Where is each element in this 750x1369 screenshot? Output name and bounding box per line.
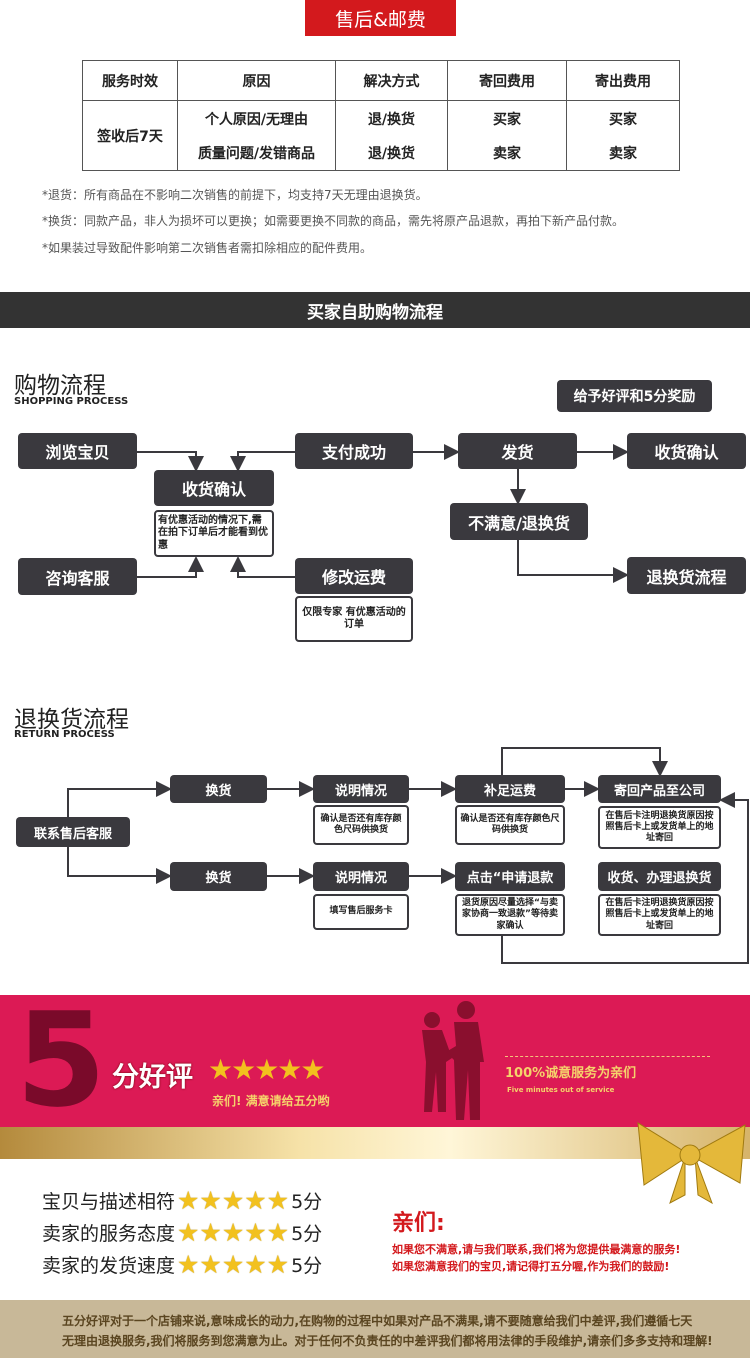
note: *换货：同款产品，非人为损坏可以更换；如需要更换不同款的商品，需先将原产品退款，… — [42, 214, 625, 228]
promo-slogan: 100%诚意服务为亲们 — [505, 1066, 637, 1081]
rating-label: 卖家的发货速度 — [42, 1255, 176, 1277]
page-title: 售后&邮费 — [305, 0, 456, 36]
handshake-silhouette-icon — [422, 1001, 484, 1120]
flow-connectors — [67, 444, 749, 964]
rating-label: 卖家的服务态度 — [42, 1223, 176, 1245]
rating-score: 5分 — [291, 1255, 323, 1277]
modify-note: 仅限专家 有优惠活动的订单 — [295, 596, 413, 642]
step-unhappy: 不满意/退换货 — [450, 503, 588, 540]
promo-band — [0, 995, 750, 1127]
footer-line: 无理由退换服务,我们将服务到您满意为止。对于任何不负责任的中差评我们都将用法律的… — [62, 1334, 713, 1348]
step-return-flow: 退换货流程 — [627, 557, 746, 594]
promo-sub: 亲们! 满意请给五分哟 — [212, 1094, 330, 1108]
step-modify-shipping: 修改运费 — [295, 558, 413, 594]
footer-line: 五分好评对于一个店铺来说,意味成长的动力,在购物的过程中如果对产品不满果,请不要… — [62, 1314, 693, 1328]
rating-label: 宝贝与描述相符 — [42, 1191, 176, 1213]
r1-note: 确认是否还有库存颜色尺码供换货 — [455, 805, 565, 845]
th: 寄回费用 — [447, 60, 567, 101]
note: *如果装过导致配件影响第二次销售者需扣除相应的配件费用。 — [42, 241, 373, 255]
rating-score: 5分 — [291, 1191, 323, 1213]
cell: 个人原因/无理由 — [177, 100, 336, 137]
r1-step: 换货 — [170, 775, 267, 803]
returns-subtitle: RETURN PROCESS — [14, 729, 115, 740]
contact-service: 联系售后客服 — [16, 817, 130, 847]
rating-score: 5分 — [291, 1223, 323, 1245]
step-confirm-receipt: 收货确认 — [627, 433, 746, 469]
good-review-text: 分好评 — [112, 1062, 193, 1093]
r1-note: 确认是否还有库存颜色尺码供换货 — [313, 805, 409, 845]
footer-notice: 五分好评对于一个店铺来说,意味成长的动力,在购物的过程中如果对产品不满果,请不要… — [0, 1300, 750, 1358]
stars-icon: ★★★★★ — [177, 1218, 290, 1247]
shopping-subtitle: SHOPPING PROCESS — [14, 396, 129, 407]
stars-icon: ★★★★★ — [177, 1250, 290, 1279]
after-sales-table: 服务时效原因解决方式寄回费用寄出费用 签收后7天个人原因/无理由退/换货买家买家… — [82, 60, 680, 171]
confirm-note: 有优惠活动的情况下,需在拍下订单后才能看到优惠 — [154, 510, 274, 557]
r2-step: 换货 — [170, 862, 267, 891]
step-pay: 支付成功 — [295, 433, 413, 469]
shopping-title: 购物流程 — [14, 373, 106, 399]
r2-step: 说明情况 — [313, 862, 409, 891]
dear-heading: 亲们: — [392, 1211, 445, 1236]
r1-note: 在售后卡注明退换货原因按照售后卡上或发货单上的地址寄回 — [598, 806, 721, 849]
cell: 质量问题/发错商品 — [177, 136, 336, 171]
th: 寄出费用 — [566, 60, 680, 101]
step-confirm: 收货确认 — [154, 470, 274, 506]
r1-step: 补足运费 — [455, 775, 565, 803]
stars-icon: ★★★★★ — [177, 1186, 290, 1215]
returns-title: 退换货流程 — [14, 707, 129, 733]
reward-box: 给予好评和5分奖励 — [557, 380, 712, 412]
note: *退货：所有商品在不影响二次销售的前提下，均支持7天无理由退换货。 — [42, 188, 428, 202]
rating-row: 宝贝与描述相符★★★★★5分 — [42, 1186, 322, 1215]
r2-step: 点击“申请退款 — [455, 862, 565, 891]
message-line: 如果您不满意,请与我们联系,我们将为您提供最满意的服务! — [392, 1243, 681, 1256]
r2-note: 在售后卡注明退换货原因按照售后卡上或发货单上的地址寄回 — [598, 894, 721, 936]
big-five: 5 — [15, 995, 107, 1125]
cell: 买家 — [566, 100, 680, 137]
cell: 买家 — [447, 100, 567, 137]
step-consult: 咨询客服 — [18, 558, 137, 595]
r1-step: 寄回产品至公司 — [598, 775, 721, 803]
step-browse: 浏览宝贝 — [18, 433, 137, 469]
cell: 卖家 — [447, 136, 567, 171]
cell: 卖家 — [566, 136, 680, 171]
r2-note: 填写售后服务卡 — [313, 894, 409, 930]
bow-icon — [637, 1122, 746, 1205]
period-cell: 签收后7天 — [82, 100, 178, 171]
r2-note: 退货原因尽量选择“与卖家协商一致退款”等待卖家确认 — [455, 894, 565, 936]
cell: 退/换货 — [335, 136, 448, 171]
promo-stars-icon: ★★★★★ — [208, 1053, 326, 1086]
message-line: 如果您满意我们的宝贝,请记得打五分喔,作为我们的鼓励! — [392, 1260, 670, 1273]
r2-step: 收货、办理退换货 — [598, 862, 721, 891]
divider — [505, 1056, 710, 1057]
promo-slogan-en: Five minutes out of service — [507, 1086, 615, 1094]
step-ship: 发货 — [458, 433, 577, 469]
r1-step: 说明情况 — [313, 775, 409, 803]
section-banner: 买家自助购物流程 — [0, 292, 750, 328]
rating-row: 卖家的服务态度★★★★★5分 — [42, 1218, 322, 1247]
gold-ribbon — [0, 1127, 750, 1159]
rating-row: 卖家的发货速度★★★★★5分 — [42, 1250, 322, 1279]
